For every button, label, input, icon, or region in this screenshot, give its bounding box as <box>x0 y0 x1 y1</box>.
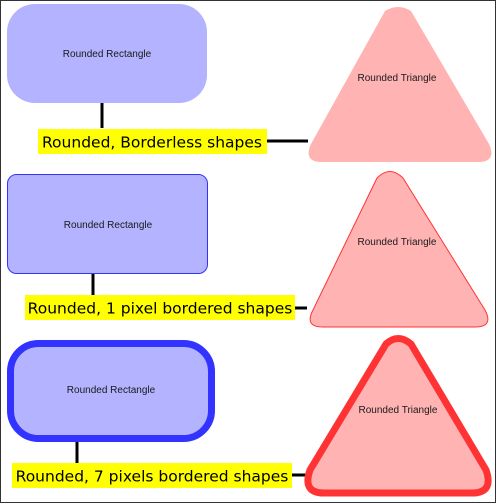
rounded-triangle-label: Rounded Triangle <box>359 405 438 416</box>
group-borderless: Rounded Rectangle Rounded Triangle Round… <box>7 4 492 162</box>
group-label: Rounded, Borderless shapes <box>42 134 262 152</box>
group-label-background <box>25 295 295 320</box>
rounded-rectangle-label: Rounded Rectangle <box>63 49 152 60</box>
group-label: Rounded, 7 pixels bordered shapes <box>16 468 289 486</box>
rounded-rectangle[interactable] <box>7 4 207 103</box>
group-1px-border: Rounded Rectangle Rounded Triangle Round… <box>7 171 489 328</box>
group-7px-border: Rounded Rectangle Rounded Triangle Round… <box>7 335 492 497</box>
rounded-triangle-label: Rounded Triangle <box>358 73 437 84</box>
rounded-rectangle-label: Rounded Rectangle <box>64 220 153 231</box>
group-label-background <box>38 129 267 154</box>
rounded-rectangle[interactable] <box>7 340 215 442</box>
group-label-background <box>12 463 292 488</box>
rounded-triangle[interactable] <box>304 335 492 497</box>
rounded-triangle[interactable] <box>308 7 492 162</box>
rounded-triangle[interactable] <box>309 171 489 328</box>
rounded-rectangle[interactable] <box>7 174 208 274</box>
group-label: Rounded, 1 pixel bordered shapes <box>28 300 293 318</box>
rounded-rectangle-label: Rounded Rectangle <box>67 385 156 396</box>
rounded-triangle-label: Rounded Triangle <box>358 237 437 248</box>
